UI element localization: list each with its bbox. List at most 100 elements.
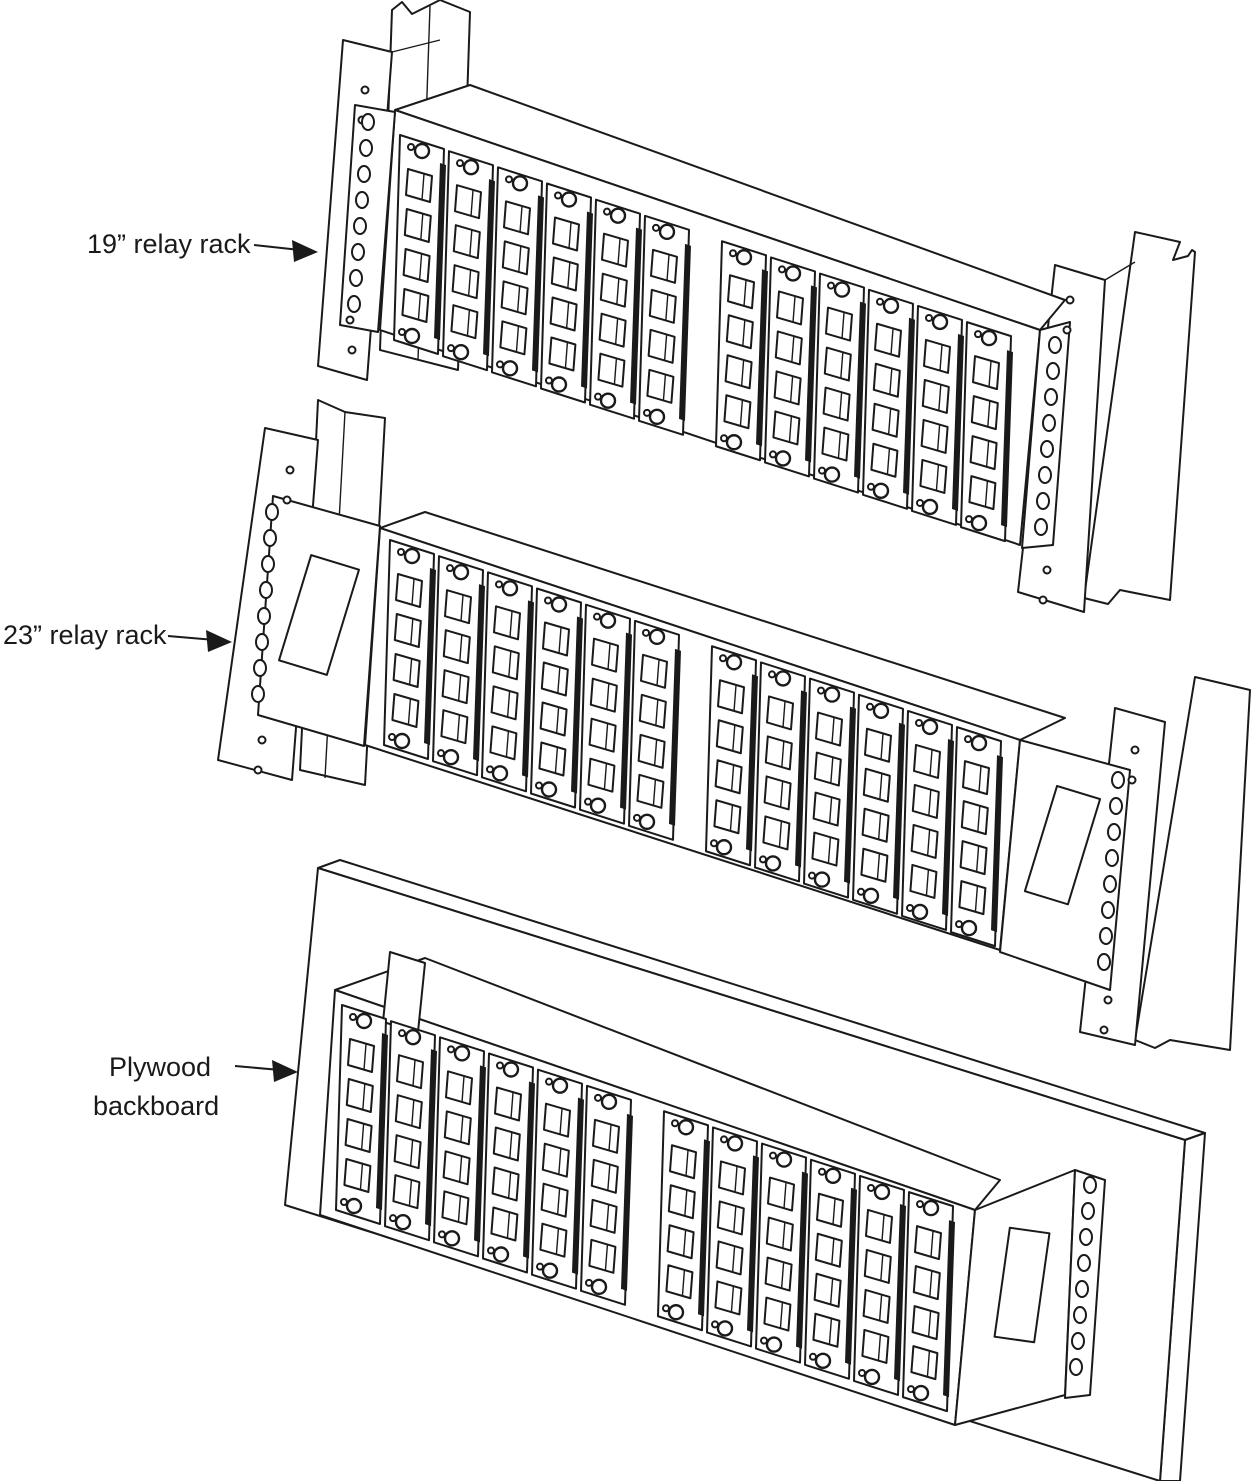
screw-hole-icon xyxy=(867,482,875,491)
fiber-port xyxy=(861,807,890,843)
fiber-port xyxy=(492,1126,521,1162)
adapter-module xyxy=(715,240,768,462)
fiber-port xyxy=(911,1305,940,1341)
port-edge xyxy=(515,326,520,353)
port-edge xyxy=(411,1100,415,1127)
module-rail xyxy=(621,1113,633,1291)
thumbscrew-icon xyxy=(355,1012,373,1030)
port-edge xyxy=(359,1163,364,1191)
thumbscrew-icon xyxy=(873,1183,891,1201)
slot-hole-icon xyxy=(1042,414,1056,432)
thumbscrew-icon xyxy=(716,1320,734,1337)
port-edge xyxy=(684,1190,688,1217)
fiber-port xyxy=(713,799,742,835)
mounting-hole-icon xyxy=(1127,775,1137,785)
thumbscrew-icon xyxy=(677,1119,695,1136)
port-edge xyxy=(467,270,472,297)
mounting-hole-icon xyxy=(1062,325,1072,335)
port-edge xyxy=(730,1286,735,1313)
slot-hole-icon xyxy=(1081,1202,1095,1220)
fiber-port xyxy=(813,1272,842,1308)
port-edge xyxy=(778,821,783,848)
port-edge xyxy=(559,1108,563,1135)
screw-hole-icon xyxy=(536,1262,544,1271)
fiber-port xyxy=(590,1158,619,1194)
port-edge xyxy=(662,374,667,401)
bracket-cutout xyxy=(278,554,360,676)
fiber-port xyxy=(921,378,950,414)
thumbscrew-icon xyxy=(725,434,743,451)
fiber-port xyxy=(451,264,480,300)
thumbscrew-icon xyxy=(813,871,831,888)
fiber-port xyxy=(812,1312,841,1348)
screw-hole-icon xyxy=(759,855,767,864)
fiber-port xyxy=(540,1182,569,1218)
screw-hole-icon xyxy=(407,143,415,151)
mounting-hole-icon xyxy=(1130,745,1140,755)
fiber-port xyxy=(912,1265,941,1301)
fiber-port xyxy=(402,248,431,283)
fiber-port xyxy=(489,725,518,761)
port-edge xyxy=(518,246,522,273)
port-edge xyxy=(663,334,668,361)
adapter-module xyxy=(383,539,436,760)
fiber-port xyxy=(441,669,470,705)
adapter-module xyxy=(852,693,905,915)
fiber-port xyxy=(969,435,998,471)
adapter-module xyxy=(705,645,758,867)
slot-hole-icon xyxy=(351,243,365,261)
fiber-port xyxy=(767,1176,795,1212)
screw-hole-icon xyxy=(925,313,933,322)
thumbscrew-icon xyxy=(589,797,607,814)
slot-hole-icon xyxy=(1048,336,1062,354)
screw-hole-icon xyxy=(916,1200,924,1209)
fiber-port xyxy=(597,352,626,388)
slot-hole-icon xyxy=(1038,466,1052,484)
port-edge xyxy=(988,361,992,388)
thumbscrew-icon xyxy=(921,498,939,516)
port-edge xyxy=(461,1076,465,1103)
fiber-port xyxy=(863,1248,892,1284)
screw-hole-icon xyxy=(719,654,727,663)
fiber-port xyxy=(344,1118,373,1153)
module-rail xyxy=(679,243,691,421)
port-edge xyxy=(831,717,835,744)
module-rail xyxy=(795,690,807,868)
slot-hole-icon xyxy=(361,113,375,131)
port-edge xyxy=(876,853,881,880)
fiber-port xyxy=(763,775,792,811)
module-rail xyxy=(903,317,915,495)
screw-hole-icon xyxy=(867,1183,875,1192)
fiber-port xyxy=(452,224,481,260)
port-edge xyxy=(459,635,463,662)
fiber-port xyxy=(865,1208,893,1244)
port-edge xyxy=(729,805,734,832)
fiber-port xyxy=(911,783,940,819)
port-edge xyxy=(978,766,982,793)
thumbscrew-icon xyxy=(872,702,890,719)
fiber-port xyxy=(822,386,851,422)
module-rail xyxy=(425,1049,437,1227)
port-edge xyxy=(606,683,610,710)
port-edge xyxy=(506,691,511,718)
adapter-module xyxy=(657,1110,710,1332)
fiber-port xyxy=(648,288,677,324)
screw-hole-icon xyxy=(398,1029,406,1038)
port-edge xyxy=(516,286,521,313)
fiber-port xyxy=(811,831,840,867)
fiber-port xyxy=(862,767,891,803)
port-edge xyxy=(665,294,669,321)
screw-hole-icon xyxy=(544,596,552,605)
fiber-port xyxy=(391,693,420,728)
module-rail xyxy=(620,632,632,810)
fiber-port xyxy=(909,863,938,899)
module-rail xyxy=(796,1171,808,1349)
slot-hole-icon xyxy=(1111,771,1125,789)
screw-hole-icon xyxy=(965,515,973,524)
screw-hole-icon xyxy=(866,702,874,711)
port-edge xyxy=(408,1180,413,1207)
bracket-cutout xyxy=(993,1226,1051,1344)
module-rail xyxy=(746,674,758,852)
port-edge xyxy=(838,392,843,419)
